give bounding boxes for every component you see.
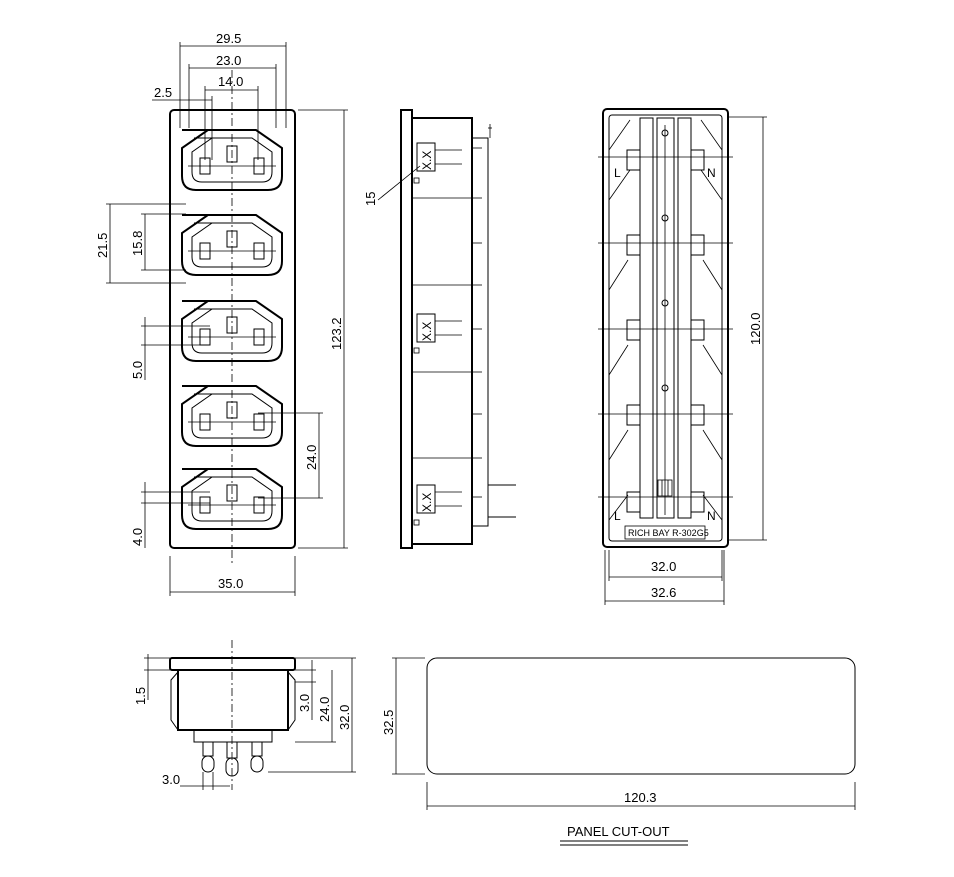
front-body-outline [169, 109, 296, 549]
side-flange [400, 109, 413, 549]
bus-bars [639, 117, 692, 519]
dim-32-0: 32.0 [651, 559, 676, 574]
cutout-outline [426, 657, 856, 775]
dim-3-0-bottom: 3.0 [162, 772, 180, 787]
terminal-mark-3: X.X [420, 493, 434, 512]
rear-view: L N L N RICH BAY R-302G5 120.0 32.0 32.6 [598, 108, 767, 605]
dim-23-0: 23.0 [216, 53, 241, 68]
terminal-3: X.X [416, 484, 462, 514]
end-body [177, 669, 289, 731]
dim-15-8: 15.8 [130, 231, 145, 256]
side-ribs [412, 147, 482, 498]
cutout-title: PANEL CUT-OUT [567, 824, 670, 839]
dim-120-3: 120.3 [624, 790, 657, 805]
terminal-2: X.X [416, 313, 462, 343]
dim-24-0: 24.0 [304, 445, 319, 470]
end-view: 1.5 3.0 3.0 24.0 32.0 [133, 640, 356, 790]
dim-14-0: 14.0 [218, 74, 243, 89]
dim-2-5: 2.5 [154, 85, 172, 100]
side-view: X.X X.X X.X 15 [363, 109, 516, 549]
dim-4-0: 4.0 [130, 528, 145, 546]
rear-contacts [598, 149, 733, 513]
end-pins [201, 741, 264, 777]
label-live-bottom: L [614, 509, 621, 523]
dim-32-5: 32.5 [381, 710, 396, 735]
terminal-mark-2: X.X [420, 322, 434, 341]
label-live-top: L [614, 166, 621, 180]
dim-32-6: 32.6 [651, 585, 676, 600]
label-neutral-bottom: N [707, 509, 716, 523]
dim-35-0: 35.0 [218, 576, 243, 591]
end-flange [169, 657, 296, 671]
dim-120-0: 120.0 [748, 312, 763, 345]
dim-5-0: 5.0 [130, 361, 145, 379]
terminal-mark-1: X.X [420, 151, 434, 170]
terminal-1: X.X [416, 142, 462, 172]
panel-cutout: 32.5 120.3 PANEL CUT-OUT [381, 657, 856, 846]
dim-1-5: 1.5 [133, 687, 148, 705]
wire-note: 15 [363, 192, 378, 206]
label-neutral-top: N [707, 166, 716, 180]
dim-24-0-end: 24.0 [317, 697, 332, 722]
model-text: RICH BAY R-302G5 [628, 528, 709, 538]
dim-29-5: 29.5 [216, 31, 241, 46]
front-view: 29.5 23.0 14.0 2.5 21.5 15.8 5.0 4.0 [95, 31, 348, 596]
dim-32-0-end: 32.0 [337, 705, 352, 730]
dim-3-0-side: 3.0 [297, 694, 312, 712]
dim-123-2: 123.2 [329, 317, 344, 350]
dim-21-5: 21.5 [95, 233, 110, 258]
rear-outline [602, 108, 729, 548]
